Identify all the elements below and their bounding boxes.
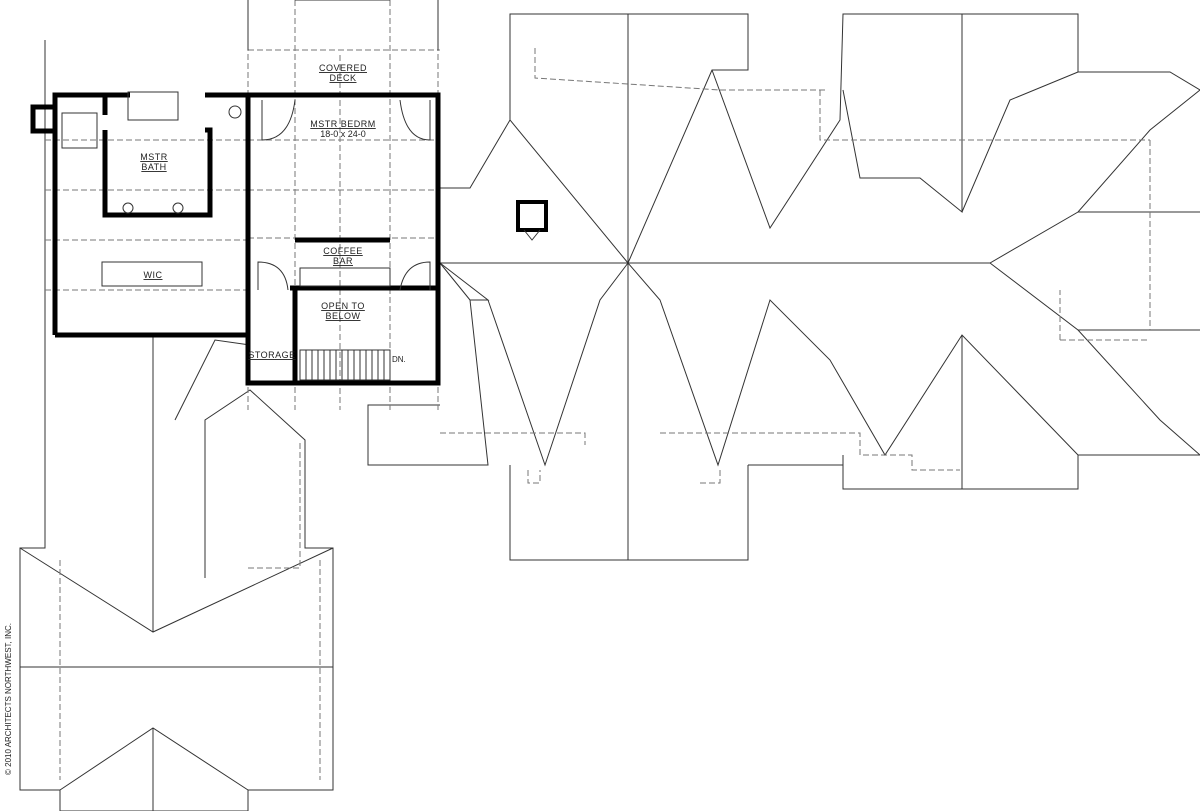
main-roof [367,13,1200,561]
left-wing-roof [19,40,334,811]
room-labels: COVERED DECK MSTR BEDRM 18-0 x 24-0 MSTR… [4,63,406,775]
chimney-icon [516,200,548,232]
copyright-text: © 2010 ARCHITECTS NORTHWEST, INC. [4,623,13,775]
stair-down-label: DN. [392,355,406,364]
coffee-bar-label-2: BAR [333,256,353,266]
master-bedroom-dimensions: 18-0 x 24-0 [320,129,366,139]
covered-deck-label: COVERED [319,63,367,73]
upper-floor-walls [30,0,441,410]
storage-label: STORAGE [248,350,295,360]
master-bath-label-2: BATH [141,162,166,172]
master-bath-label: MSTR [140,152,168,162]
covered-deck-label-2: DECK [329,73,356,83]
wic-label: WIC [144,270,163,280]
coffee-bar-label: COFFEE [323,246,363,256]
master-bedroom-label: MSTR BEDRM [310,119,376,129]
open-to-below-label: OPEN TO [321,301,365,311]
open-to-below-label-2: BELOW [325,311,360,321]
